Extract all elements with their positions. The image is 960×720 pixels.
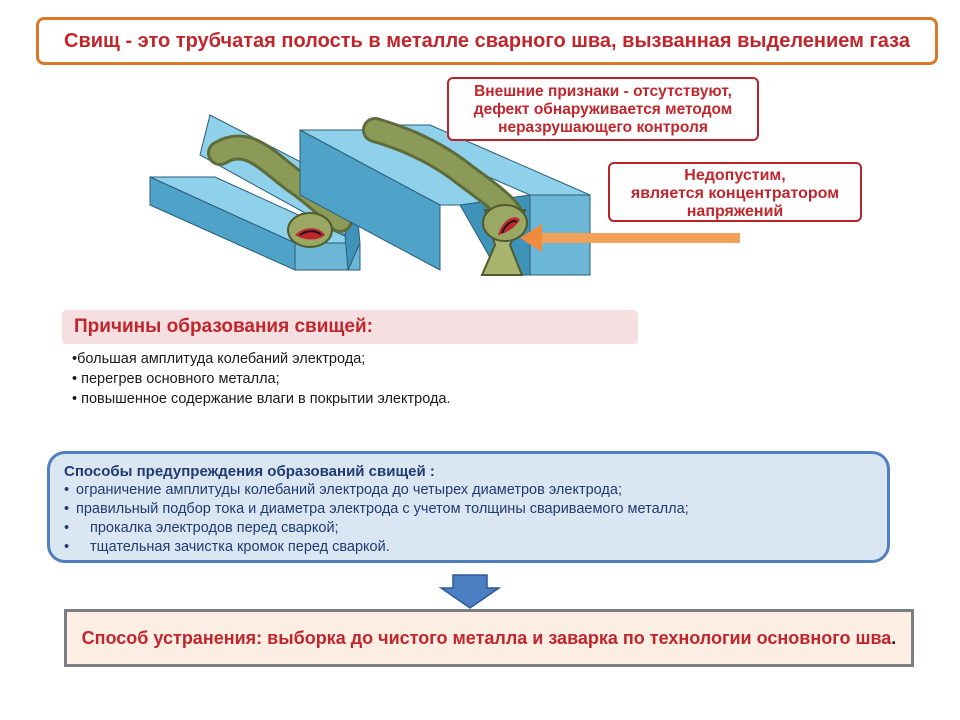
bullet-icon: • xyxy=(64,539,70,555)
pointer-arrow-icon xyxy=(520,224,542,252)
weld-fistula-illustration xyxy=(149,114,591,276)
callout-line: неразрушающего контроля xyxy=(498,119,708,136)
list-item: •правильный подбор тока и диаметра элект… xyxy=(64,501,689,517)
right-plates xyxy=(299,117,591,276)
causes-title: Причины образования свищей: xyxy=(74,316,374,337)
callout-line: напряжений xyxy=(686,203,784,220)
remedy-text: Способ устранения: выборка до чистого ме… xyxy=(81,628,897,648)
list-item: •прокалка электродов перед сваркой; xyxy=(64,520,339,536)
prevention-title: Способы предупреждения образований свище… xyxy=(64,463,435,480)
callout-external-signs: Внешние признаки - отсутствуют, дефект о… xyxy=(447,77,759,141)
list-item: •ограничение амплитуды колебаний электро… xyxy=(64,482,622,498)
callout-line: является концентратором xyxy=(630,185,840,202)
callout-inadmissible: Недопустим, является концентратором напр… xyxy=(608,162,862,222)
causes-list: •большая амплитуда колебаний электрода; … xyxy=(72,349,451,409)
list-item: •тщательная зачистка кромок перед сварко… xyxy=(64,539,390,555)
prevention-panel: Способы предупреждения образований свище… xyxy=(47,451,890,563)
bullet-icon: • xyxy=(64,501,70,517)
remedy-box: Способ устранения: выборка до чистого ме… xyxy=(64,609,914,667)
list-item: • повышенное содержание влаги в покрытии… xyxy=(72,391,451,407)
bullet-icon: • xyxy=(64,520,70,536)
list-item: • перегрев основного металла; xyxy=(72,371,280,387)
callout-line: дефект обнаруживается методом xyxy=(473,101,733,118)
prevention-list: •ограничение амплитуды колебаний электро… xyxy=(64,481,887,557)
page-title: Свищ - это трубчатая полость в металле с… xyxy=(64,29,910,52)
causes-header: Причины образования свищей: xyxy=(62,310,638,344)
list-item: •большая амплитуда колебаний электрода; xyxy=(72,351,366,367)
title-banner: Свищ - это трубчатая полость в металле с… xyxy=(36,17,938,65)
pointer-arrow-shaft xyxy=(536,233,740,243)
callout-line: Внешние признаки - отсутствуют, xyxy=(474,83,732,100)
bullet-icon: • xyxy=(64,482,70,498)
down-arrow-icon xyxy=(439,574,501,609)
callout-line: Недопустим, xyxy=(684,167,786,184)
